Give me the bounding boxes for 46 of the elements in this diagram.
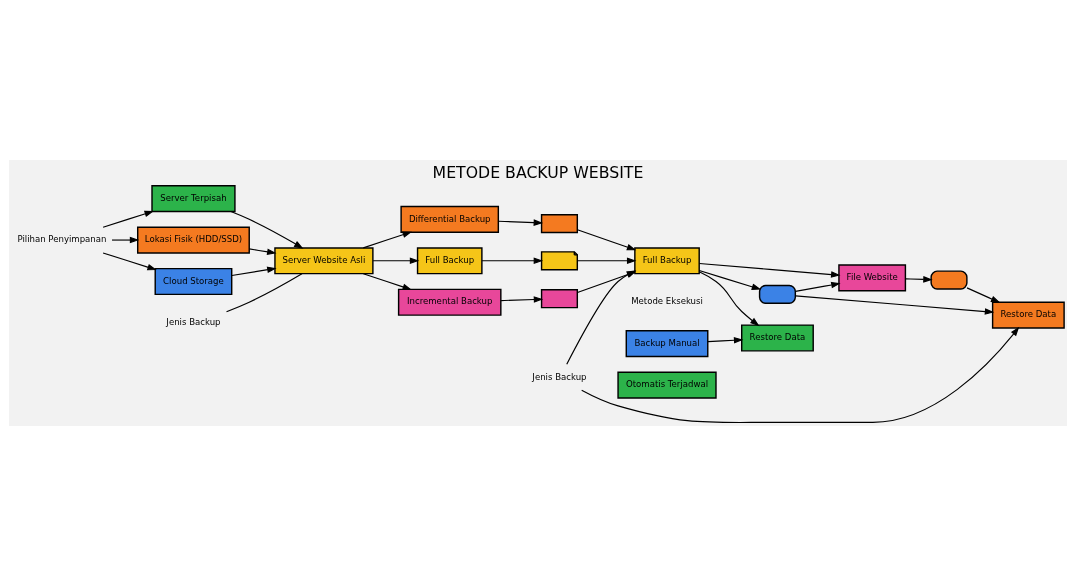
arrow — [230, 211, 304, 249]
node-text: Pilihan Penyimpanan — [17, 234, 107, 245]
arrow — [102, 252, 157, 271]
node-box: Restore Data — [991, 301, 1065, 329]
arrow — [698, 269, 762, 290]
node-box: File Website — [838, 264, 907, 292]
node-box: Cloud Storage — [154, 267, 233, 296]
arrow — [362, 231, 412, 249]
arrow — [576, 229, 637, 251]
arrow — [707, 336, 744, 344]
arrow — [698, 271, 760, 327]
diagram-title: METODE BACKUP WEBSITE — [432, 163, 644, 183]
node-box: Incremental Backup — [397, 288, 502, 316]
arrow — [248, 248, 277, 256]
arrow — [362, 273, 412, 291]
label: Metode Eksekusi — [631, 296, 703, 307]
node-box: Differential Backup — [400, 205, 500, 233]
node-box — [758, 284, 797, 305]
node-box: Backup Manual — [625, 330, 709, 358]
arrow — [698, 262, 841, 278]
connector — [225, 273, 303, 313]
arrow — [794, 295, 995, 315]
arrow — [102, 210, 154, 228]
arrow — [794, 281, 841, 292]
arrow — [498, 219, 544, 226]
node-text: Jenis Backup — [166, 317, 221, 328]
node-box: Server Terpisah — [151, 185, 236, 213]
node-box: Restore Data — [741, 324, 814, 352]
arrow — [111, 236, 140, 244]
arrow — [581, 326, 1020, 424]
node-box: Otomatis Terjadwal — [617, 371, 717, 399]
arrow — [966, 287, 1001, 303]
node-box: Server Website Asli — [274, 247, 374, 275]
arrow — [500, 296, 544, 303]
node-box — [540, 213, 579, 234]
node-box: Full Backup — [634, 247, 700, 275]
node-box: Full Backup — [416, 247, 483, 275]
node-box: Lokasi Fisik (HDD/SSD) — [137, 226, 250, 254]
arrow — [231, 266, 277, 277]
arrow — [576, 257, 637, 265]
node-box — [930, 270, 968, 290]
arrow — [372, 257, 420, 265]
node-box — [540, 289, 579, 309]
arrow — [904, 276, 933, 283]
arrow — [481, 257, 544, 265]
node-text: Jenis Backup — [532, 371, 587, 382]
